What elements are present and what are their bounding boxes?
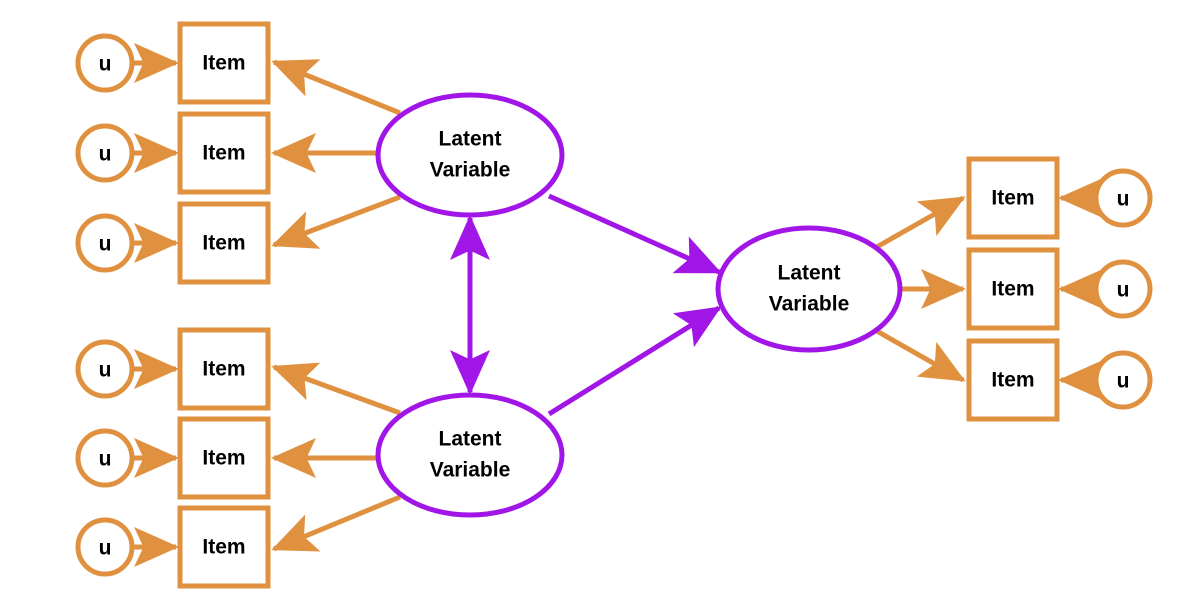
item-boxes: Item Item Item Item Item Item	[177, 21, 1060, 589]
residual-label: u	[99, 537, 112, 560]
latent-to-item-paths	[270, 59, 967, 552]
path-latent-to-item	[873, 327, 966, 383]
latent-variable-nodes: Latent Variable Latent Variable Latent V…	[375, 92, 903, 518]
item-label: Item	[202, 142, 245, 165]
residual-node[interactable]: u	[1093, 168, 1153, 228]
item-label: Item	[991, 278, 1034, 301]
latent-label-line1: Latent	[439, 128, 502, 151]
item-label: Item	[202, 358, 245, 381]
residual-label: u	[99, 53, 112, 76]
residual-node[interactable]: u	[75, 213, 135, 273]
item-label: Item	[991, 369, 1034, 392]
residual-node[interactable]: u	[75, 339, 135, 399]
item-node[interactable]: Item	[177, 111, 271, 195]
item-node[interactable]: Item	[177, 201, 271, 285]
residual-label: u	[1117, 279, 1130, 302]
residual-label: u	[1117, 188, 1130, 211]
latent-label-line1: Latent	[778, 262, 841, 285]
residual-node[interactable]: u	[75, 123, 135, 183]
path-latent-to-item	[271, 362, 401, 416]
latent-label-line2: Variable	[430, 159, 511, 182]
residual-node[interactable]: u	[75, 33, 135, 93]
item-label: Item	[202, 52, 245, 75]
residual-label: u	[99, 448, 112, 471]
item-node[interactable]: Item	[177, 21, 271, 105]
item-label: Item	[202, 536, 245, 559]
residual-label: u	[1117, 370, 1130, 393]
item-label: Item	[202, 232, 245, 255]
item-node[interactable]: Item	[177, 416, 271, 500]
path-latent-to-item	[873, 195, 966, 251]
residual-circles: u u u u u u u	[75, 33, 1153, 577]
path-latent-to-item	[271, 59, 401, 116]
residual-label: u	[99, 359, 112, 382]
latent-label-line1: Latent	[439, 428, 502, 451]
latent-variable-node-upper-left[interactable]: Latent Variable	[375, 92, 565, 218]
item-node[interactable]: Item	[966, 156, 1060, 240]
structural-paths	[547, 193, 722, 417]
residual-node[interactable]: u	[75, 517, 135, 577]
residual-node[interactable]: u	[1093, 350, 1153, 410]
residual-to-item-paths	[132, 43, 1103, 567]
item-node[interactable]: Item	[966, 247, 1060, 331]
residual-label: u	[99, 143, 112, 166]
path-latent-to-latent	[547, 193, 722, 275]
latent-variable-node-lower-left[interactable]: Latent Variable	[375, 392, 565, 518]
item-label: Item	[991, 187, 1034, 210]
path-latent-to-latent	[547, 305, 722, 417]
item-label: Item	[202, 447, 245, 470]
residual-node[interactable]: u	[1093, 259, 1153, 319]
path-latent-to-item	[271, 494, 401, 552]
residual-node[interactable]: u	[75, 428, 135, 488]
latent-label-line2: Variable	[769, 293, 850, 316]
item-node[interactable]: Item	[966, 338, 1060, 422]
latent-variable-node-right[interactable]: Latent Variable	[715, 225, 903, 353]
latent-label-line2: Variable	[430, 459, 511, 482]
residual-label: u	[99, 233, 112, 256]
item-node[interactable]: Item	[177, 327, 271, 411]
item-node[interactable]: Item	[177, 505, 271, 589]
path-latent-to-item	[271, 194, 401, 249]
